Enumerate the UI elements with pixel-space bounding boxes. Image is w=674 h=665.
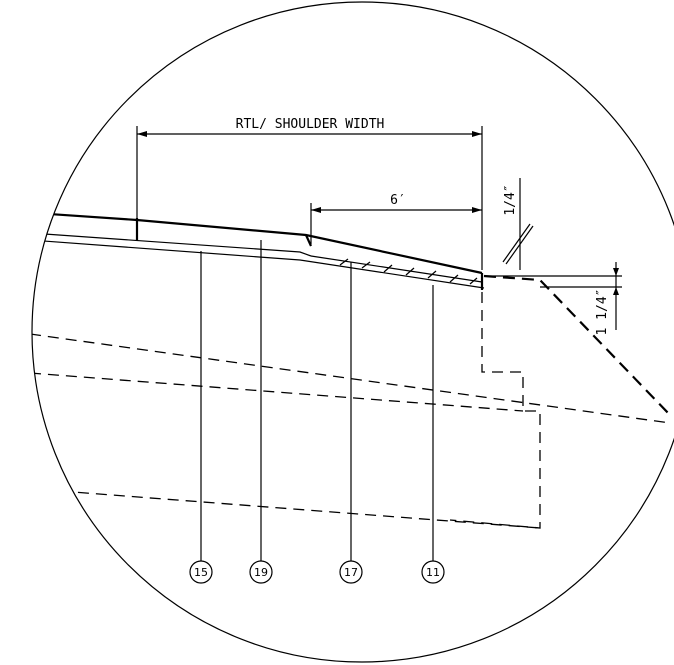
taper-dim-arrow-right — [472, 207, 482, 213]
overall-dim-arrow-left — [137, 131, 147, 137]
svg-text:17: 17 — [344, 566, 358, 579]
existing-layer-dashed-1 — [32, 333, 671, 424]
taper-dim-label: 6′ — [390, 193, 406, 208]
base-layer-top-line — [32, 232, 312, 257]
upper-dim-slash — [502, 223, 531, 263]
existing-layer-dashed-3 — [59, 490, 541, 529]
safety-edge-line — [483, 274, 671, 416]
svg-text:15: 15 — [194, 566, 208, 579]
overlay-bottom-line — [310, 255, 483, 283]
callout-19: 19 — [249, 560, 273, 584]
overall-dim-label: RTL/ SHOULDER WIDTH — [236, 117, 385, 132]
taper-dim-arrow-left — [311, 207, 321, 213]
lower-dim-arrow-top — [613, 268, 619, 276]
pavement-surface-line — [32, 210, 483, 275]
callout-11: 11 — [421, 560, 445, 584]
svg-text:19: 19 — [254, 566, 268, 579]
detail-circle — [31, 1, 674, 663]
base-layer-bottom-line — [32, 239, 485, 289]
lower-dim-arrow-bottom — [613, 287, 619, 295]
slope-break-line — [304, 234, 313, 247]
lower-dim-label: 1 1/4″ — [595, 289, 610, 336]
existing-layer-dashed-2 — [32, 372, 524, 412]
svg-text:11: 11 — [426, 566, 440, 579]
callout-17: 17 — [339, 560, 363, 584]
upper-dim-label: 1/4″ — [503, 184, 518, 215]
callout-15: 15 — [189, 560, 213, 584]
overall-dim-arrow-right — [472, 131, 482, 137]
upper-dim-slash-2 — [505, 225, 534, 265]
existing-edge-dashed — [449, 292, 541, 529]
wedge-hatch — [339, 258, 478, 285]
